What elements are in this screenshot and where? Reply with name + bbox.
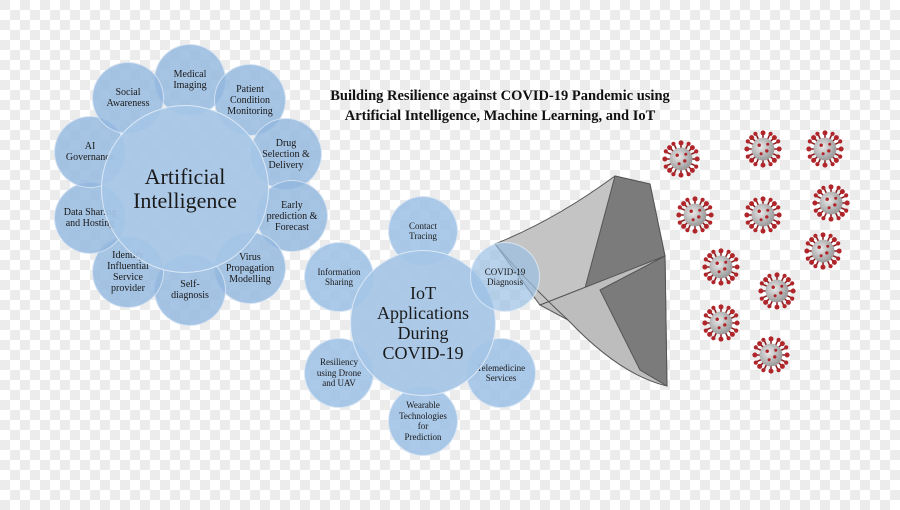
virus-icon — [676, 196, 714, 234]
virus-icon — [702, 304, 740, 342]
title-line-2: Artificial Intelligence, Machine Learnin… — [344, 108, 656, 124]
virus-icon — [702, 248, 740, 286]
title-line-1: Building Resilience against COVID-19 Pan… — [330, 88, 670, 104]
virus-icon — [804, 232, 842, 270]
virus-icon — [662, 140, 700, 178]
virus-icon — [758, 272, 796, 310]
virus-icon — [744, 130, 782, 168]
virus-icon — [806, 130, 844, 168]
virus-icon — [812, 184, 850, 222]
virus-icon — [744, 196, 782, 234]
diagram-title: Building Resilience against COVID-19 Pan… — [300, 86, 700, 126]
virus-icon — [752, 336, 790, 374]
